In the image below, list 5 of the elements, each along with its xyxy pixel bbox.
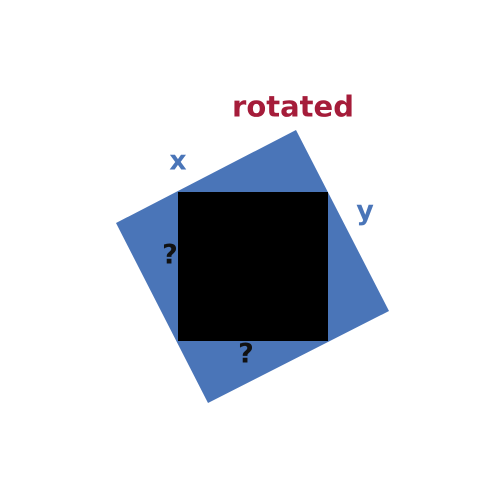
- unknown-side-label: ?: [162, 242, 178, 268]
- title-label: rotated: [232, 92, 354, 122]
- side-label: y: [356, 198, 374, 224]
- side-label: x: [169, 148, 187, 174]
- unknown-side-label: ?: [238, 340, 254, 368]
